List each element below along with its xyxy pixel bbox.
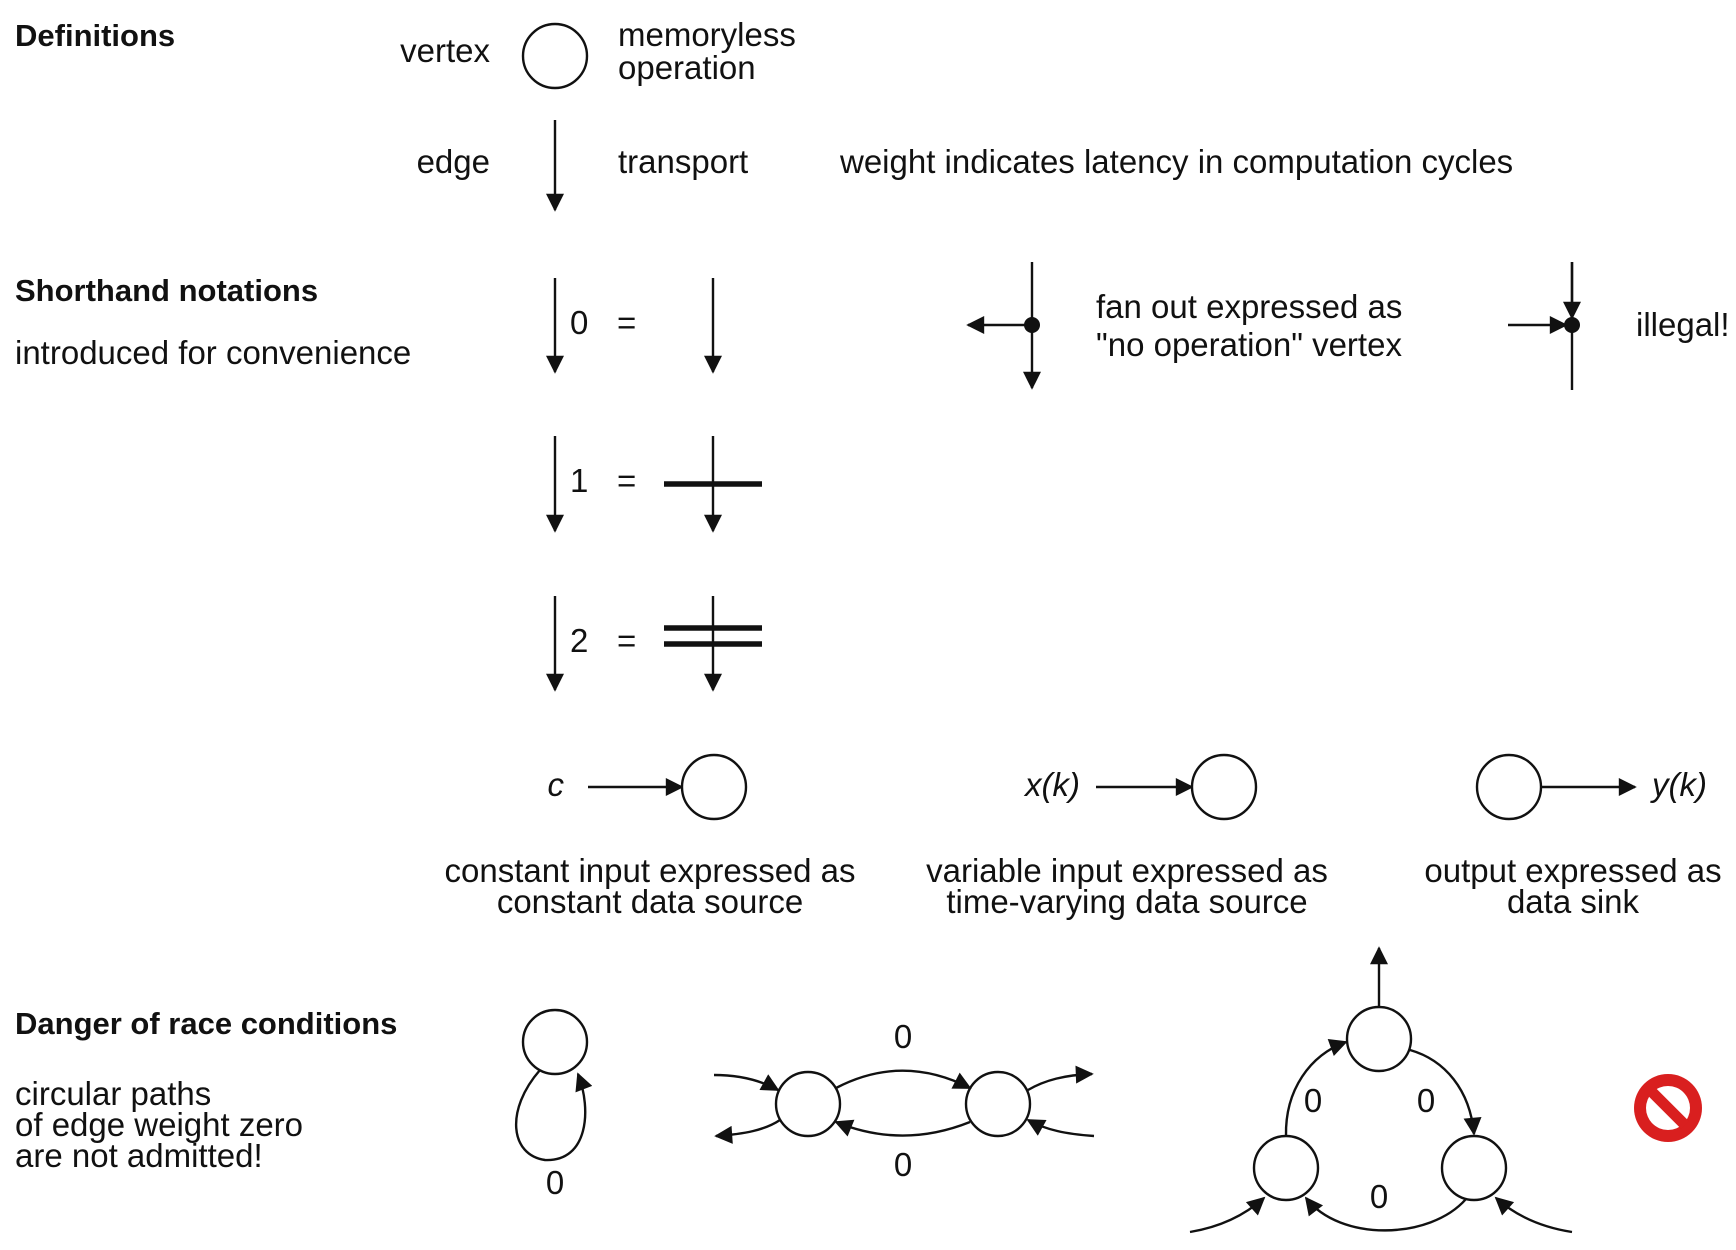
vertex-desc-line2: operation — [618, 49, 756, 86]
weight-1-label: 1 — [570, 462, 588, 499]
constant-source-desc-line2: constant data source — [497, 883, 803, 920]
edge-label: edge — [417, 143, 490, 180]
race-desc-line1: circular paths — [15, 1075, 211, 1112]
equals-0: = — [617, 304, 636, 341]
vertex-symbol — [521, 22, 589, 90]
prohibited-icon — [1634, 1074, 1702, 1142]
vertex-desc-line1: memoryless — [618, 16, 796, 53]
variable-source-symbol: x(k) — [1023, 766, 1080, 803]
three-node-bottom-weight: 0 — [1370, 1178, 1388, 1215]
vertex-label: vertex — [400, 32, 490, 69]
two-node-bottom-weight: 0 — [894, 1146, 912, 1183]
race-heading: Danger of race conditions — [15, 1006, 397, 1041]
race-desc-line3: are not admitted! — [15, 1137, 263, 1174]
sink-symbol: y(k) — [1650, 766, 1707, 803]
edge-weight-note: weight indicates latency in computation … — [839, 143, 1513, 180]
fanout-desc-line2: "no operation" vertex — [1096, 326, 1402, 363]
three-node-cycle-graph — [1189, 946, 1573, 1234]
weight-0-label: 0 — [570, 304, 588, 341]
constant-source-desc-line1: constant input expressed as — [445, 852, 856, 889]
edge-desc: transport — [618, 143, 748, 180]
equals-1: = — [617, 462, 636, 499]
two-node-cycle-graph — [713, 1065, 1095, 1144]
variable-source-desc-line2: time-varying data source — [946, 883, 1307, 920]
sink-desc-line2: data sink — [1507, 883, 1640, 920]
definitions-heading: Definitions — [15, 18, 175, 53]
self-loop-weight: 0 — [546, 1164, 564, 1201]
self-loop-graph — [515, 1008, 593, 1162]
fanout-symbol — [966, 262, 1041, 390]
variable-source-desc-line1: variable input expressed as — [926, 852, 1328, 889]
shorthand-heading: Shorthand notations — [15, 273, 318, 308]
illegal-label: illegal! — [1636, 306, 1730, 343]
two-node-top-weight: 0 — [894, 1018, 912, 1055]
three-node-right-weight: 0 — [1417, 1082, 1435, 1119]
three-node-left-weight: 0 — [1304, 1082, 1322, 1119]
variable-source-vertex — [1190, 753, 1258, 821]
sink-vertex — [1475, 753, 1543, 821]
equals-2: = — [617, 622, 636, 659]
weight-2-label: 2 — [570, 622, 588, 659]
fanout-desc-line1: fan out expressed as — [1096, 288, 1402, 325]
constant-source-vertex — [680, 753, 748, 821]
illegal-merge-symbol — [1508, 262, 1581, 390]
sink-desc-line1: output expressed as — [1424, 852, 1721, 889]
shorthand-subheading: introduced for convenience — [15, 334, 411, 371]
constant-source-symbol: c — [548, 766, 565, 803]
race-desc-line2: of edge weight zero — [15, 1106, 303, 1143]
